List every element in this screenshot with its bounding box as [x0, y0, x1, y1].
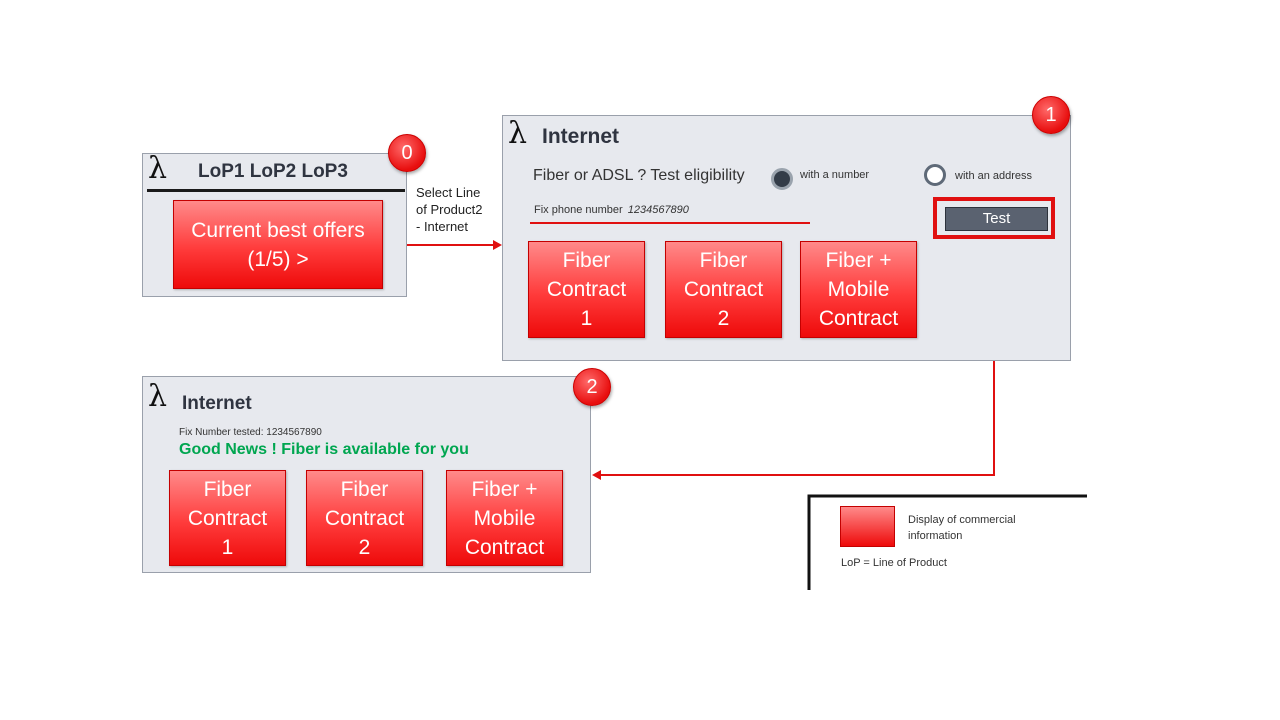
panel-0-title-underline — [147, 189, 405, 192]
card-line: Contract — [683, 278, 764, 301]
legend-swatch-line-1: Display of commercial — [908, 514, 1016, 526]
card-line: Contract — [187, 506, 268, 530]
card-line: Mobile — [827, 278, 890, 301]
phone-number-underline — [530, 222, 810, 224]
card-line: 2 — [358, 535, 371, 559]
step-badge-0: 0 — [388, 134, 426, 172]
connector-0-to-1-arrowhead — [493, 240, 502, 250]
legend-swatch-line-2: information — [908, 530, 963, 542]
eligibility-question: Fiber or ADSL ? Test eligibility — [533, 167, 745, 184]
connector-label-line-2: of Product2 — [416, 202, 483, 217]
legend-bracket — [807, 494, 1087, 590]
connector-label-line-3: - Internet — [416, 219, 469, 234]
radio-with-address[interactable] — [924, 164, 946, 186]
step-badge-2: 2 — [573, 368, 611, 406]
legend-red-swatch — [840, 506, 895, 547]
card-line: 1 — [580, 307, 593, 330]
card-line: Contract — [464, 535, 545, 559]
card-line: Contract — [818, 307, 899, 330]
offers-line-2: (1/5) > — [247, 247, 309, 271]
lambda-icon: λ — [148, 151, 168, 186]
card-line: Fiber + — [471, 477, 538, 501]
tested-number-label: Fix Number tested: 1234567890 — [179, 427, 322, 438]
card-line: 1 — [221, 535, 234, 559]
card-line: Fiber — [203, 477, 252, 501]
radio-with-address-label: with an address — [955, 170, 1033, 182]
connector-label: Select Line of Product2 - Internet — [416, 184, 483, 235]
internet-eligibility-panel: λ Internet Fiber or ADSL ? Test eligibil… — [502, 115, 1071, 361]
offers-line-1: Current best offers — [191, 218, 365, 242]
phone-number-value: 1234567890 — [627, 204, 689, 216]
phone-number-label: Fix phone number — [534, 204, 623, 216]
internet-result-panel: λ Internet Fix Number tested: 1234567890… — [142, 376, 591, 573]
legend-swatch-description: Display of commercial information — [908, 512, 1016, 544]
card-line: Contract — [546, 278, 627, 301]
lambda-icon: λ — [148, 379, 168, 414]
card-line: Contract — [324, 506, 405, 530]
card-line: Fiber + — [825, 249, 892, 272]
fiber-contract-1-card[interactable]: Fiber Contract 1 — [169, 470, 286, 566]
lop-selector-panel: λ LoP1 LoP2 LoP3 Current best offers (1/… — [142, 153, 407, 297]
fiber-contract-2-card[interactable]: Fiber Contract 2 — [665, 241, 782, 338]
panel-0-title: LoP1 LoP2 LoP3 — [198, 161, 348, 182]
legend-lop-definition: LoP = Line of Product — [841, 557, 947, 569]
fiber-mobile-contract-card[interactable]: Fiber + Mobile Contract — [800, 241, 917, 338]
fiber-contract-2-card[interactable]: Fiber Contract 2 — [306, 470, 423, 566]
step-badge-1: 1 — [1032, 96, 1070, 134]
fiber-mobile-contract-card[interactable]: Fiber + Mobile Contract — [446, 470, 563, 566]
card-line: Fiber — [562, 249, 611, 272]
connector-label-line-1: Select Line — [416, 185, 481, 200]
panel-2-title: Internet — [182, 393, 252, 414]
radio-with-number[interactable] — [771, 168, 793, 190]
test-button[interactable]: Test — [945, 207, 1048, 231]
radio-with-number-label: with a number — [800, 169, 870, 181]
card-line: 2 — [717, 307, 730, 330]
card-line: Mobile — [473, 506, 536, 530]
card-line: Fiber — [699, 249, 748, 272]
phone-number-field[interactable]: Fix phone number 1234567890 — [534, 204, 689, 216]
lambda-icon: λ — [508, 116, 528, 151]
good-news-message: Good News ! Fiber is available for you — [179, 441, 469, 458]
fiber-contract-1-card[interactable]: Fiber Contract 1 — [528, 241, 645, 338]
current-best-offers-button[interactable]: Current best offers (1/5) > — [173, 200, 383, 289]
connector-1-to-2-arrowhead — [592, 470, 601, 480]
panel-1-title: Internet — [542, 125, 620, 148]
card-line: Fiber — [340, 477, 389, 501]
